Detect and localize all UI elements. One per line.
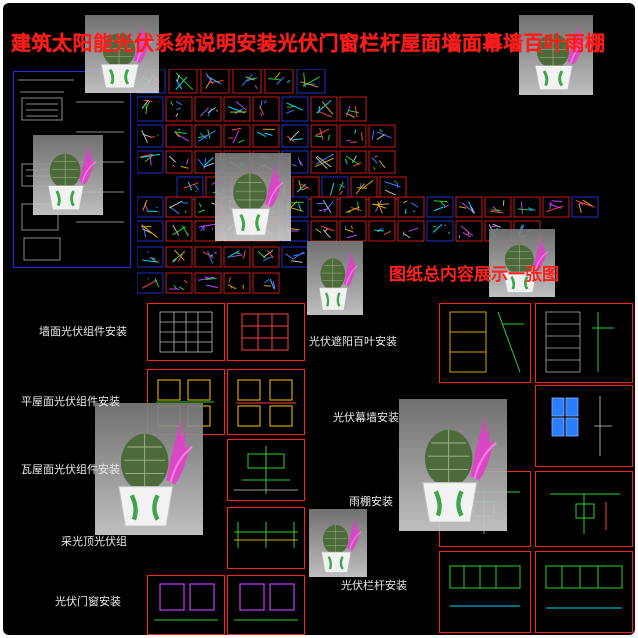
drawing-thumbnail [310, 196, 338, 218]
drawing-thumbnail [455, 196, 483, 218]
drawing-thumbnail [339, 124, 367, 148]
label-louver-pv: 光伏遮阳百叶安装 [309, 335, 397, 348]
cactus-pot-icon [33, 135, 103, 215]
drawing-thumbnail [223, 96, 251, 122]
door-window-sheet-2 [227, 575, 305, 635]
drawing-thumbnail [137, 220, 164, 242]
drawing-thumbnail [252, 246, 280, 268]
drawing-thumbnail [168, 69, 198, 94]
drawing-thumbnail [321, 176, 349, 200]
drawing-thumbnail [281, 246, 309, 268]
curtain-wall-sheet-3 [535, 385, 633, 467]
drawing-thumbnail [194, 246, 222, 268]
roof-detail-sheet-2 [227, 369, 305, 435]
drawing-thumbnail [194, 124, 222, 148]
drawing-thumbnail [350, 176, 378, 200]
cactus-pot-icon [307, 241, 363, 315]
drawing-thumbnail [368, 196, 396, 218]
drawing-thumbnail [339, 96, 367, 122]
drawing-thumbnail [223, 124, 251, 148]
drawing-canvas: 建筑太阳能光伏系统说明安装光伏门窗栏杆屋面墙面幕墙百叶雨棚 图纸总内容展示一张图… [3, 3, 635, 635]
drawing-thumbnail [165, 96, 193, 122]
drawing-thumbnail [137, 272, 164, 294]
elevation-sheet [147, 303, 225, 361]
cactus-pot-icon [95, 403, 203, 535]
curtain-wall-sheet-1 [439, 303, 531, 383]
drawing-thumbnail [339, 196, 367, 218]
skylight-sheet [227, 507, 305, 569]
drawing-thumbnail [571, 196, 599, 218]
drawing-thumbnail [165, 220, 193, 242]
drawing-thumbnail [397, 220, 425, 242]
drawing-thumbnail [264, 69, 294, 94]
drawing-thumbnail [484, 196, 512, 218]
drawing-thumbnail [200, 69, 230, 94]
drawing-thumbnail [165, 272, 193, 294]
label-canopy: 雨棚安装 [349, 495, 393, 508]
drawing-thumbnail [292, 176, 320, 200]
drawing-thumbnail [194, 272, 222, 294]
drawing-thumbnail [137, 96, 164, 122]
overview-caption: 图纸总内容展示一张图 [389, 265, 559, 285]
drawing-thumbnail [310, 124, 338, 148]
drawing-thumbnail [252, 96, 280, 122]
drawing-thumbnail [426, 196, 454, 218]
drawing-thumbnail [194, 96, 222, 122]
cactus-pot-icon [399, 399, 507, 531]
drawing-thumbnail [165, 150, 193, 174]
drawing-thumbnail [296, 69, 326, 94]
door-window-sheet-1 [147, 575, 225, 635]
drawing-thumbnail [513, 196, 541, 218]
drawing-thumbnail [379, 176, 407, 200]
drawing-thumbnail [426, 220, 454, 242]
page-title: 建筑太阳能光伏系统说明安装光伏门窗栏杆屋面墙面幕墙百叶雨棚 [11, 31, 606, 55]
drawing-thumbnail [368, 124, 396, 148]
drawing-thumbnail [368, 150, 396, 174]
drawing-thumbnail [137, 196, 164, 218]
label-curtain-wall-pv: 光伏幕墙安装 [333, 411, 399, 424]
railing-sheet-1 [439, 551, 531, 633]
drawing-thumbnail [339, 150, 367, 174]
drawing-thumbnail [176, 176, 204, 200]
drawing-thumbnail [223, 246, 251, 268]
cactus-pot-icon [309, 509, 367, 577]
label-door-window-pv: 光伏门窗安装 [55, 595, 121, 608]
drawing-thumbnail [252, 124, 280, 148]
label-tile-roof-pv: 瓦屋面光伏组件安装 [21, 463, 120, 476]
cactus-pot-icon [85, 15, 159, 93]
drawing-thumbnail [281, 124, 309, 148]
drawing-thumbnail [542, 196, 570, 218]
label-railing-pv: 光伏栏杆安装 [341, 579, 407, 592]
drawing-thumbnail [252, 272, 280, 294]
label-wall-pv: 墙面光伏组件安装 [39, 325, 127, 338]
drawing-thumbnail [339, 220, 367, 242]
drawing-thumbnail [368, 220, 396, 242]
label-flat-roof-pv: 平屋面光伏组件安装 [21, 395, 120, 408]
cactus-pot-icon [519, 15, 593, 95]
label-skylight-pv: 采光顶光伏组 [61, 535, 127, 548]
drawing-thumbnail [310, 96, 338, 122]
tile-roof-sheet [227, 439, 305, 501]
drawing-thumbnail [281, 96, 309, 122]
drawing-thumbnail [455, 220, 483, 242]
drawing-thumbnail [232, 69, 262, 94]
drawing-thumbnail [223, 272, 251, 294]
drawing-thumbnail [165, 124, 193, 148]
canopy-sheet-2 [535, 471, 633, 547]
drawing-thumbnail [137, 246, 164, 268]
drawing-thumbnail [165, 246, 193, 268]
drawing-thumbnail [137, 124, 164, 148]
drawing-thumbnail [397, 196, 425, 218]
cactus-pot-icon [489, 229, 555, 297]
drawing-thumbnail [137, 150, 164, 174]
drawing-thumbnail [310, 220, 338, 242]
cactus-pot-icon [215, 153, 291, 241]
railing-sheet-2 [535, 551, 633, 633]
drawing-thumbnail [310, 150, 338, 174]
curtain-wall-sheet-2 [535, 303, 633, 383]
drawing-thumbnail [165, 196, 193, 218]
drawing-thumbnail-grid [137, 69, 599, 294]
section-sheet [227, 303, 305, 361]
